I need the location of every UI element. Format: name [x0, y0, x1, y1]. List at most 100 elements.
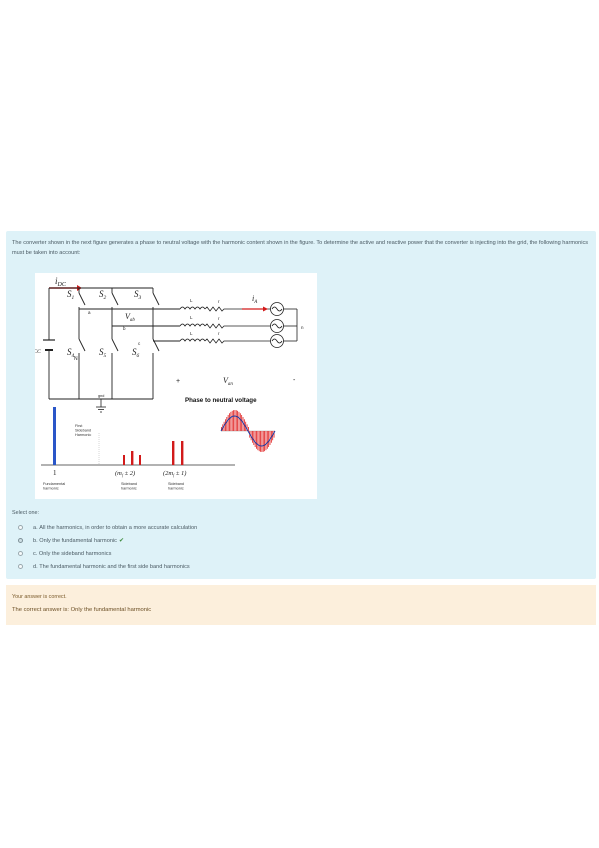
sideband-bar-2a	[172, 441, 175, 465]
answer-options: a. All the harmonics, in order to obtain…	[18, 521, 197, 573]
option-c[interactable]: c. Only the sideband harmonics	[18, 547, 197, 560]
pwm-pulse	[233, 410, 234, 431]
node-n-label: N	[74, 356, 78, 362]
switch-s3: S3	[134, 289, 142, 301]
pwm-pulse	[227, 414, 229, 431]
inductor-label-a: L	[190, 298, 193, 303]
pwm-pulse	[268, 431, 270, 448]
switch-s6: S6	[132, 347, 140, 359]
pwm-pulse	[221, 427, 222, 431]
grid-sources	[270, 302, 298, 348]
pwm-pulse	[260, 431, 261, 452]
pwm-pulse	[238, 411, 240, 431]
tick-1: 1	[53, 469, 57, 477]
switch-s4: S4	[67, 347, 75, 359]
idc-label: iDC	[55, 276, 67, 288]
inductor-label-b: L	[190, 315, 193, 320]
question-card: The converter shown in the next figure g…	[6, 231, 596, 579]
ia-arrow-head	[263, 306, 268, 312]
resistor-label-c: r	[218, 331, 220, 336]
tick-2: (mf ± 2)	[115, 470, 135, 478]
pwm-pulse	[257, 431, 259, 451]
sideband-bar-1b	[131, 451, 134, 465]
vcc-label: VCC	[35, 343, 41, 355]
pwm-pulse	[252, 431, 253, 443]
tick-3: (2mf ± 1)	[163, 470, 186, 478]
pwm-pulse	[237, 410, 239, 431]
gnd-label: gnd	[98, 394, 104, 398]
option-c-text: Only the sideband harmonics	[38, 550, 112, 557]
pwm-pulse	[253, 431, 255, 445]
grid-neutral-label: n	[301, 325, 304, 330]
pwm-waveform	[220, 410, 276, 452]
pwm-pulse	[269, 431, 271, 445]
pwm-pulse	[273, 431, 275, 438]
feedback-card: Your answer is correct. The correct answ…	[6, 585, 596, 625]
option-d-radio[interactable]	[18, 564, 23, 569]
feedback-correct-answer: The correct answer is: Only the fundamen…	[12, 607, 152, 613]
select-one-label: Select one:	[12, 510, 39, 516]
line-inductors	[179, 306, 271, 344]
pwm-pulse	[258, 431, 260, 452]
van-minus: -	[293, 377, 296, 384]
question-figure: iDC + VCC - N	[35, 273, 317, 499]
inductor-label-c: L	[190, 331, 193, 336]
option-d-letter: d.	[33, 563, 38, 570]
pwm-pulse	[230, 411, 232, 431]
pwm-pulse	[256, 431, 257, 449]
pwm-pulse	[229, 413, 230, 431]
pwm-pulse	[225, 419, 226, 431]
waveform-title: Phase to neutral voltage	[185, 397, 257, 404]
pwm-pulse	[264, 431, 266, 452]
inverter-legs	[78, 288, 180, 399]
node-b-label: b	[123, 326, 126, 331]
pwm-pulse	[231, 410, 233, 431]
sideband-bar-1c	[139, 455, 141, 465]
option-b-text: Only the fundamental harmonic	[39, 537, 117, 544]
sideband-label-1: Sideband harmonic	[121, 482, 138, 491]
pwm-pulse	[254, 431, 256, 448]
fundamental-label: Fundamental harmonic	[43, 482, 66, 491]
switch-s2: S2	[99, 289, 107, 301]
resistor-label-a: r	[218, 299, 220, 304]
question-text: The converter shown in the next figure g…	[12, 240, 589, 256]
pwm-pulse	[235, 410, 237, 431]
resistor-label-b: r	[218, 316, 220, 321]
pwm-pulse	[241, 414, 243, 431]
option-b-radio[interactable]	[18, 538, 23, 543]
option-a-radio[interactable]	[18, 525, 23, 530]
van-label: Van	[223, 376, 233, 387]
option-b-letter: b.	[33, 537, 38, 544]
switch-s5: S5	[99, 347, 107, 359]
pwm-pulse	[266, 431, 268, 449]
option-d[interactable]: d. The fundamental harmonic and the firs…	[18, 560, 197, 573]
pwm-pulse	[239, 413, 241, 431]
fundamental-sine	[220, 415, 276, 447]
first-sideband-label: First Sideband Harmonic	[75, 424, 92, 437]
switch-s1: S1	[67, 289, 75, 301]
ia-label: iA	[252, 294, 258, 305]
option-a[interactable]: a. All the harmonics, in order to obtain…	[18, 521, 197, 534]
fundamental-bar	[53, 407, 56, 465]
pwm-pulse	[242, 417, 244, 431]
node-c-label: c	[138, 341, 141, 346]
pwm-pulse	[226, 417, 228, 431]
converter-figure-svg: iDC + VCC - N	[35, 276, 304, 491]
pwm-pulse	[234, 410, 236, 431]
van-plus: +	[176, 378, 180, 385]
node-a-label: a	[88, 310, 91, 315]
pwm-pulse	[246, 424, 248, 431]
ground-symbol	[96, 399, 106, 413]
sideband-bar-2b	[181, 441, 184, 465]
vab-label: Vab	[125, 312, 135, 323]
option-a-letter: a.	[33, 524, 38, 531]
pwm-pulse	[248, 427, 249, 431]
option-c-radio[interactable]	[18, 551, 23, 556]
feedback-status: Your answer is correct.	[12, 594, 67, 600]
pwm-pulse	[262, 431, 264, 452]
option-b[interactable]: b. Only the fundamental harmonic ✔	[18, 534, 197, 547]
pwm-pulse	[261, 431, 263, 452]
pwm-pulse	[265, 431, 267, 451]
option-c-letter: c.	[33, 550, 38, 557]
correct-check-icon: ✔	[118, 538, 124, 544]
